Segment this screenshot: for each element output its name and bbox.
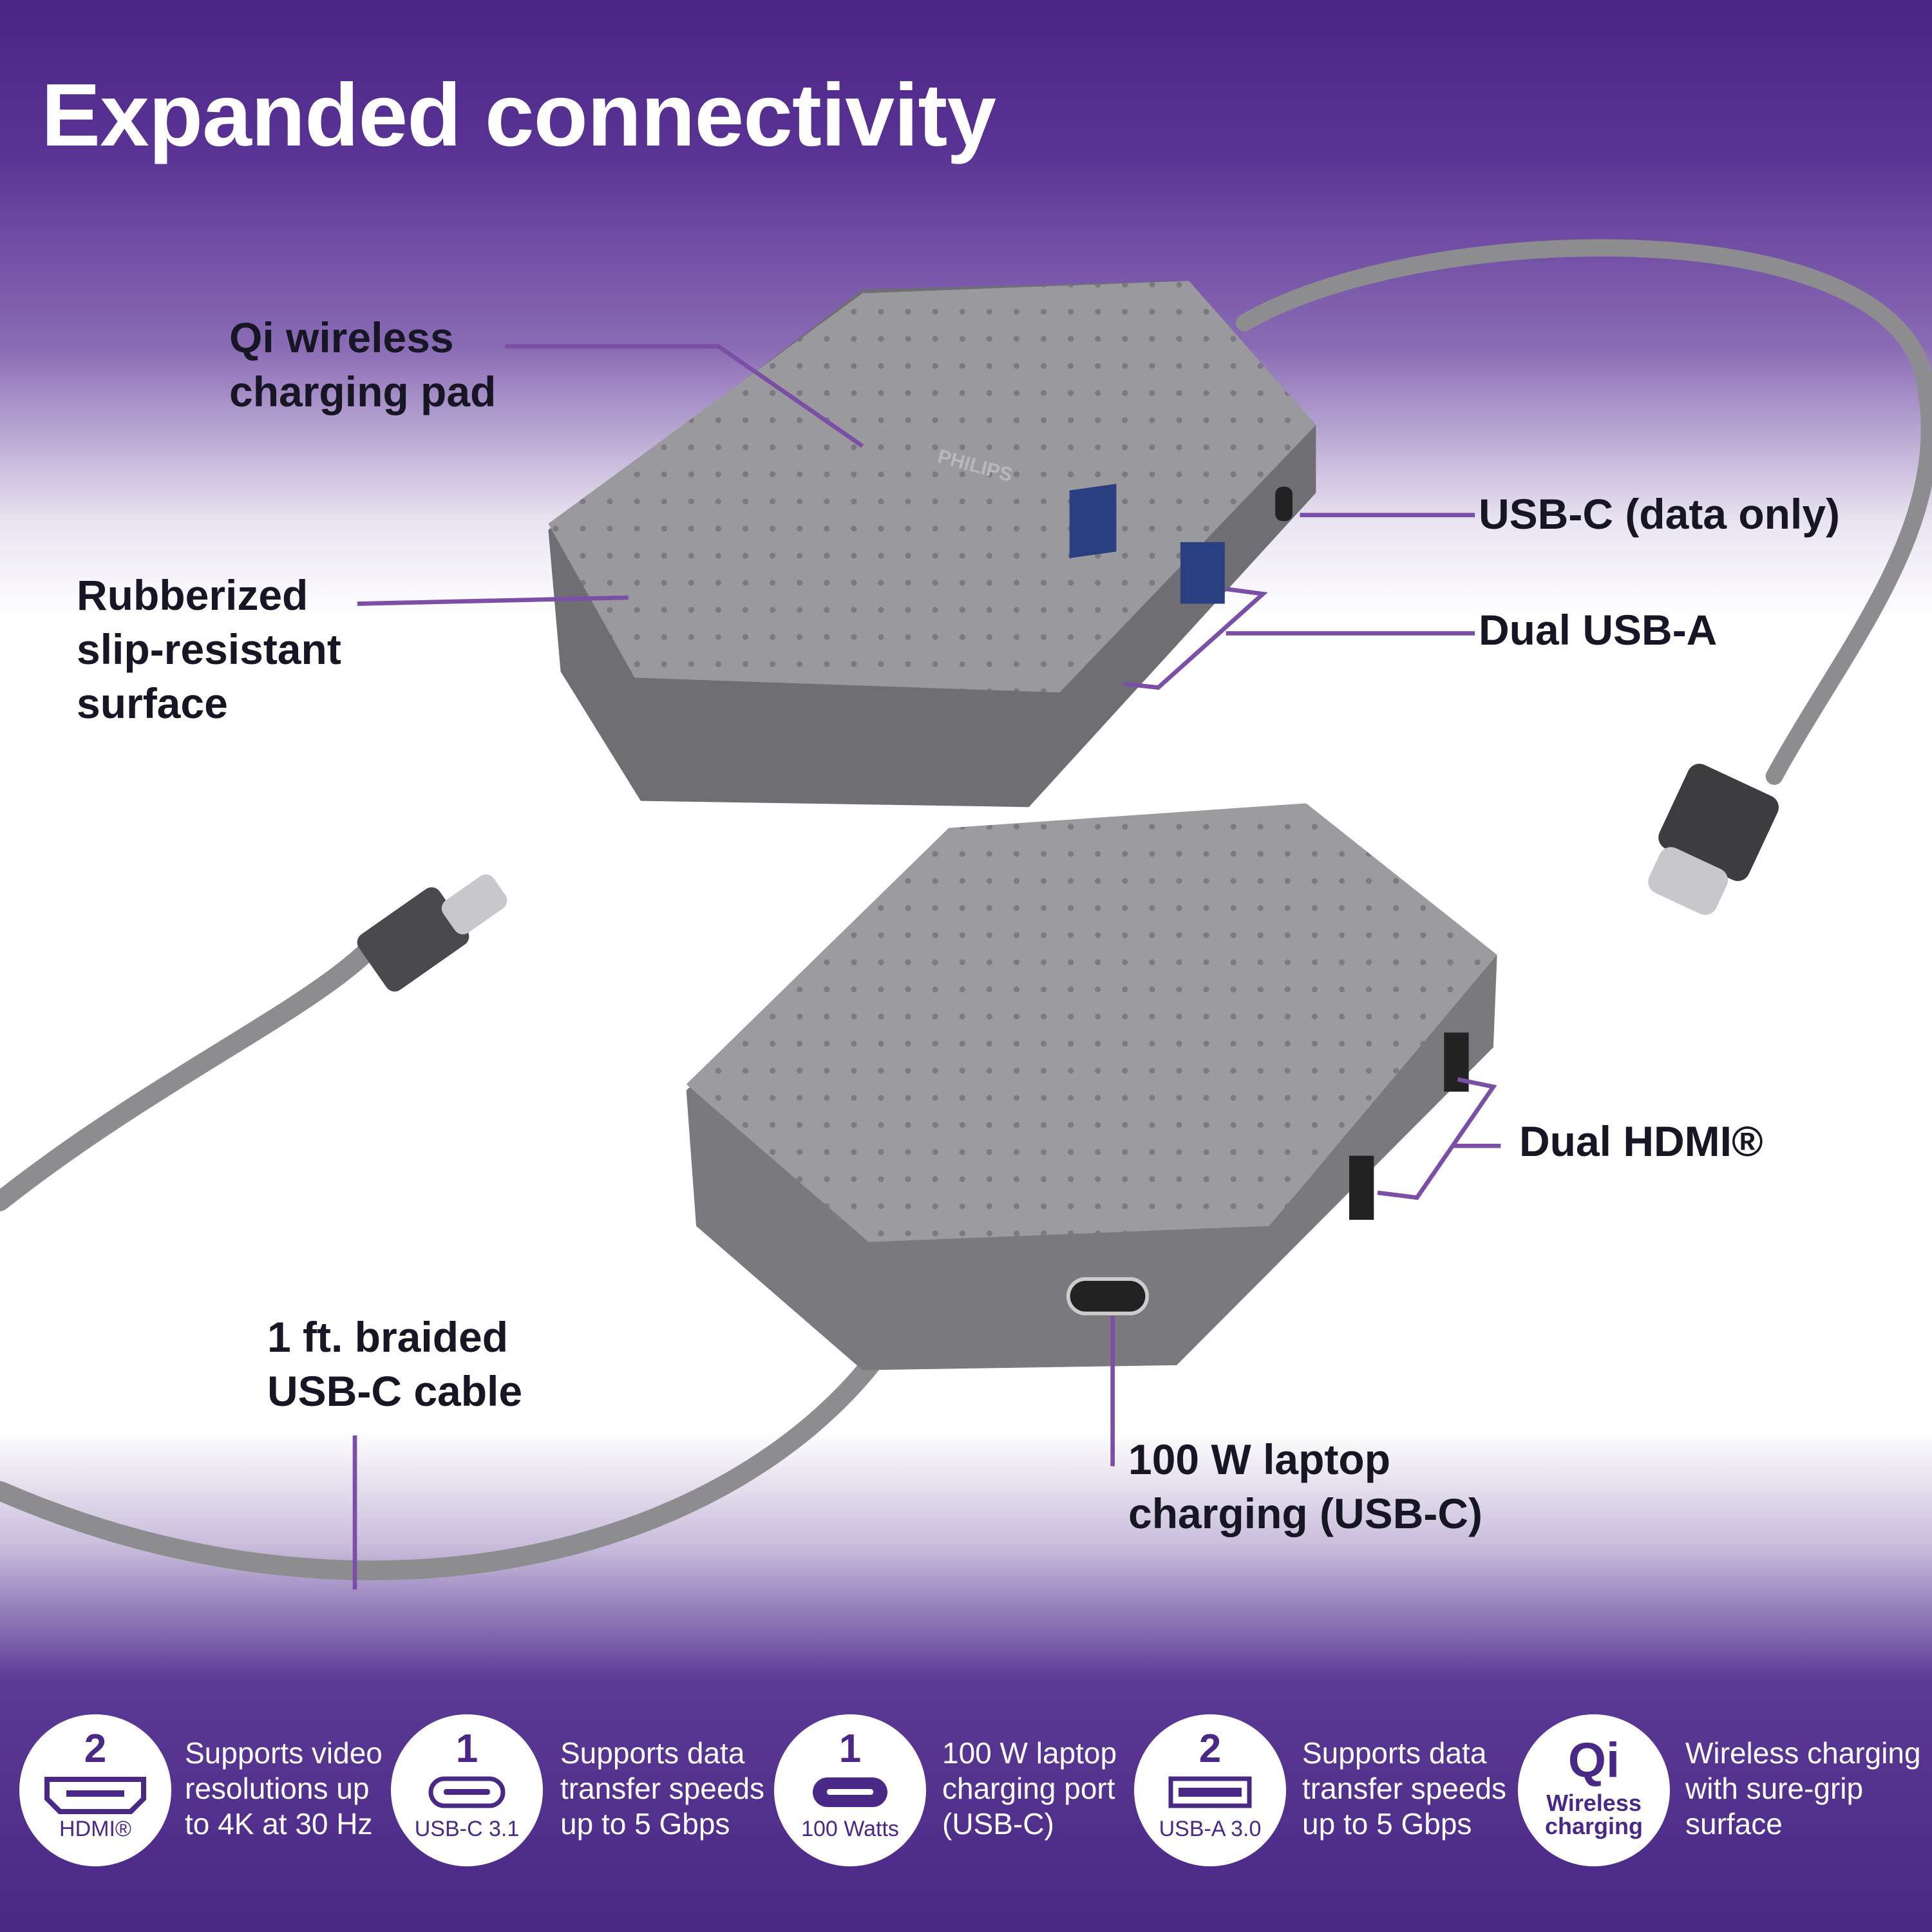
desc-line: Supports video [185, 1736, 383, 1770]
badge-count: 1 [838, 1727, 862, 1771]
page-title: Expanded connectivity [41, 66, 996, 165]
badge-caption: 100 Watts [801, 1817, 899, 1841]
usb-c-cable-bottom [0, 938, 897, 1580]
callout-line: Dual HDMI® [1519, 1117, 1763, 1165]
desc-line: resolutions up [185, 1772, 370, 1805]
feature-badge-usb-a: 2 USB-A 3.0 [1134, 1714, 1286, 1866]
usb-a-port-icon [1168, 1776, 1252, 1808]
usb-c-power-icon [813, 1777, 887, 1807]
feature-badge-hdmi: 2 HDMI® [19, 1714, 171, 1866]
qi-logo: Qi [1567, 1733, 1620, 1788]
leader-lines [352, 344, 1501, 1590]
desc-line: (USB-C) [942, 1807, 1054, 1841]
badge-caption: HDMI® [59, 1817, 131, 1841]
callout-line: 1 ft. braided [267, 1313, 509, 1361]
callout-usb-c-data: USB-C (data only) [1479, 487, 1840, 541]
hub-bottom-view [686, 803, 1497, 1370]
desc-line: Supports data [560, 1736, 745, 1770]
callout-line: charging (USB-C) [1128, 1490, 1482, 1537]
callout-rubberized: Rubberized slip-resistant surface [77, 568, 341, 730]
hub-top-view: PHILIPS [548, 281, 1316, 808]
callout-line: Dual USB-A [1479, 606, 1718, 654]
usb-c-connector-bottom [357, 874, 507, 992]
badge-caption: Wireless charging [1544, 1790, 1643, 1839]
badge-count: 1 [455, 1727, 478, 1771]
feature-badge-usb-c: 1 USB-C 3.1 [391, 1714, 543, 1866]
callout-line: charging pad [229, 368, 497, 415]
feature-badge-power: 1 100 Watts [774, 1714, 926, 1866]
desc-line: 100 W laptop [942, 1736, 1117, 1770]
callout-power-delivery: 100 W laptop charging (USB-C) [1128, 1432, 1482, 1540]
desc-line: up to 5 Gbps [560, 1807, 730, 1841]
callout-line: USB-C cable [267, 1367, 523, 1415]
desc-line: transfer speeds [1302, 1772, 1507, 1805]
desc-line: Supports data [1302, 1736, 1487, 1770]
callout-qi-pad: Qi wireless charging pad [229, 310, 496, 419]
hdmi-port-icon [44, 1777, 146, 1814]
badge-count: 2 [84, 1727, 107, 1771]
desc-line: surface [1685, 1807, 1783, 1841]
usb-c-connector-top [1648, 763, 1779, 915]
badge-caption: USB-C 3.1 [414, 1817, 520, 1841]
badge-count: 2 [1198, 1727, 1222, 1771]
desc-line: charging port [942, 1772, 1115, 1805]
usb-c-cable-top [1236, 239, 1932, 785]
callout-usb-a: Dual USB-A [1479, 603, 1717, 657]
desc-line: up to 5 Gbps [1302, 1807, 1472, 1841]
desc-line: transfer speeds [560, 1772, 765, 1805]
desc-line: with sure-grip [1685, 1772, 1864, 1805]
callout-line: Rubberized [77, 571, 308, 619]
callout-line: Qi wireless [229, 314, 454, 361]
desc-line: Wireless charging [1685, 1736, 1921, 1770]
callout-hdmi: Dual HDMI® [1519, 1114, 1763, 1168]
feature-badge-qi: Qi Wireless charging [1518, 1714, 1670, 1866]
usb-c-port-icon [428, 1776, 506, 1808]
badge-caption: USB-A 3.0 [1159, 1817, 1262, 1841]
callout-line: surface [77, 679, 228, 727]
desc-line: to 4K at 30 Hz [185, 1807, 373, 1841]
callout-line: 100 W laptop [1128, 1435, 1391, 1483]
callout-line: slip-resistant [77, 625, 341, 673]
callout-line: USB-C (data only) [1479, 490, 1840, 538]
